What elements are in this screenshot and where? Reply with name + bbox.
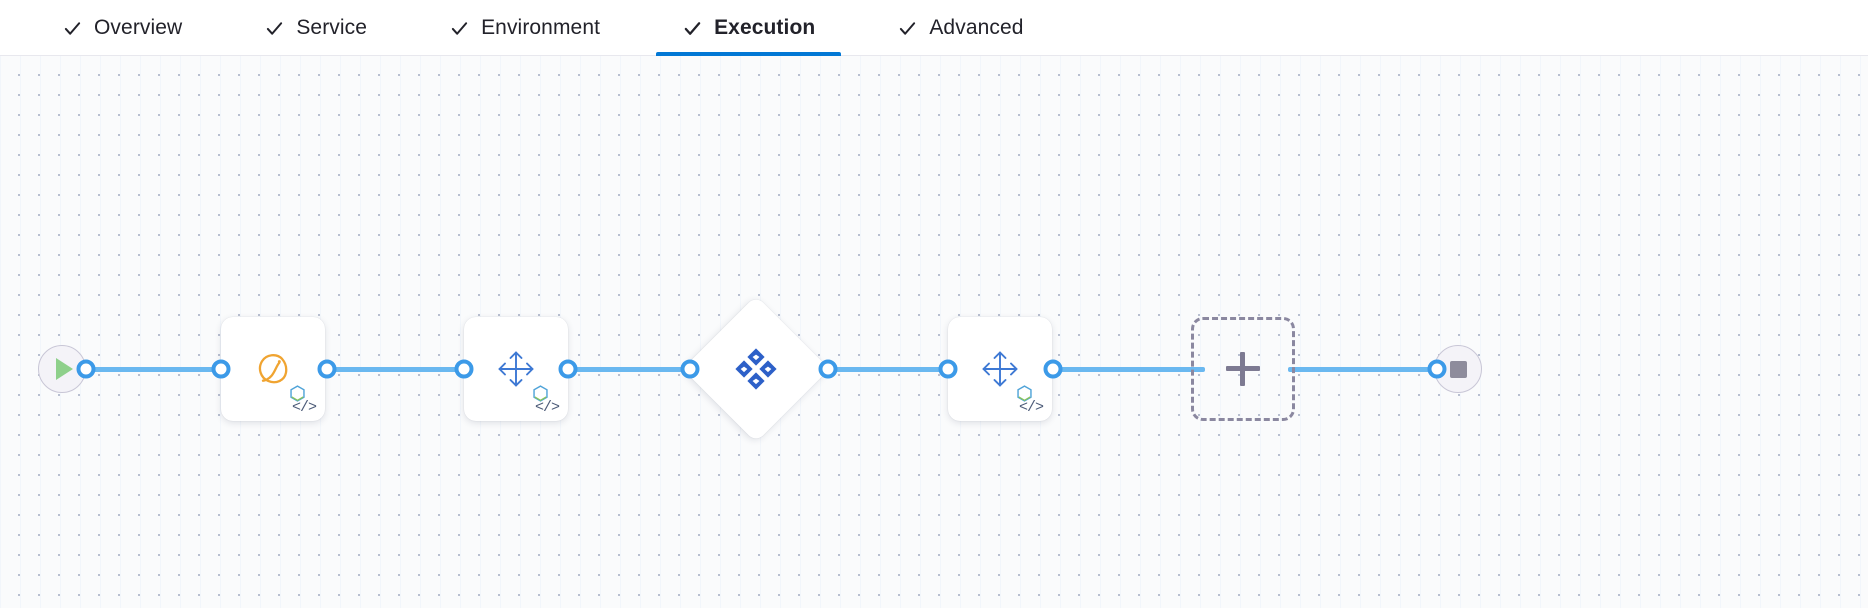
step-card[interactable]: </> xyxy=(221,317,325,421)
tab-label: Service xyxy=(296,16,368,39)
tab-service[interactable]: Service xyxy=(238,0,393,56)
tab-label: Environment xyxy=(481,16,601,39)
port-start-out[interactable] xyxy=(76,359,96,379)
port-canary-out[interactable] xyxy=(317,359,337,379)
edge-resize-to-approval xyxy=(567,367,699,372)
port-end-in[interactable] xyxy=(1427,359,1447,379)
port-app-resize-out[interactable] xyxy=(558,359,578,379)
hexagon-badge-icon xyxy=(531,384,550,403)
play-icon xyxy=(56,358,73,380)
edge-resize2-to-addstep xyxy=(1045,367,1205,372)
resize-arrows-icon xyxy=(977,346,1032,402)
pipeline-tab-bar: Overview Service Environment Execution xyxy=(0,0,1868,56)
port-app-resize-in[interactable] xyxy=(454,359,474,379)
canary-bird-icon xyxy=(250,346,305,402)
tab-execution[interactable]: Execution xyxy=(656,0,842,56)
check-icon xyxy=(449,18,469,38)
check-icon xyxy=(682,18,702,38)
check-icon xyxy=(62,18,82,38)
add-step-button[interactable] xyxy=(1191,317,1295,421)
pipeline-canvas[interactable]: </> Canary App Setup xyxy=(0,56,1868,608)
step-card[interactable]: </> xyxy=(948,317,1052,421)
step-node-harness-approval-1[interactable]: Harness Approval 1 xyxy=(682,295,830,443)
check-icon xyxy=(264,18,284,38)
hexagon-badge-icon xyxy=(288,384,307,403)
code-badge-icon: </> xyxy=(291,399,317,416)
port-app-resize-2-in[interactable] xyxy=(938,359,958,379)
step-node-app-resize-2[interactable]: </> App Resize 2 xyxy=(948,317,1052,421)
approval-diamond[interactable] xyxy=(682,295,830,443)
code-badge-icon: </> xyxy=(534,399,560,416)
stop-icon xyxy=(1449,360,1467,378)
tab-overview[interactable]: Overview xyxy=(36,0,208,56)
tab-environment[interactable]: Environment xyxy=(423,0,626,56)
port-approval-in[interactable] xyxy=(680,359,700,379)
plus-icon xyxy=(1226,352,1260,386)
port-app-resize-2-out[interactable] xyxy=(1043,359,1063,379)
tab-advanced[interactable]: Advanced xyxy=(871,0,1049,56)
check-icon xyxy=(897,18,917,38)
edge-approval-to-resize2 xyxy=(820,367,957,372)
step-node-canary-app-setup[interactable]: </> Canary App Setup xyxy=(221,317,325,421)
add-step-node[interactable]: Add Step xyxy=(1191,317,1295,421)
step-node-app-resize[interactable]: </> App Resize xyxy=(464,317,568,421)
tab-label: Overview xyxy=(94,16,183,39)
step-card[interactable]: </> xyxy=(464,317,568,421)
harness-logo-icon xyxy=(733,346,779,392)
resize-arrows-icon xyxy=(493,346,548,402)
tab-label: Advanced xyxy=(929,16,1024,39)
port-approval-out[interactable] xyxy=(818,359,838,379)
code-badge-icon: </> xyxy=(1018,399,1044,416)
edge-addstep-to-end xyxy=(1288,367,1448,372)
hexagon-badge-icon xyxy=(1015,384,1034,403)
port-canary-in[interactable] xyxy=(211,359,231,379)
tab-label: Execution xyxy=(714,16,816,39)
